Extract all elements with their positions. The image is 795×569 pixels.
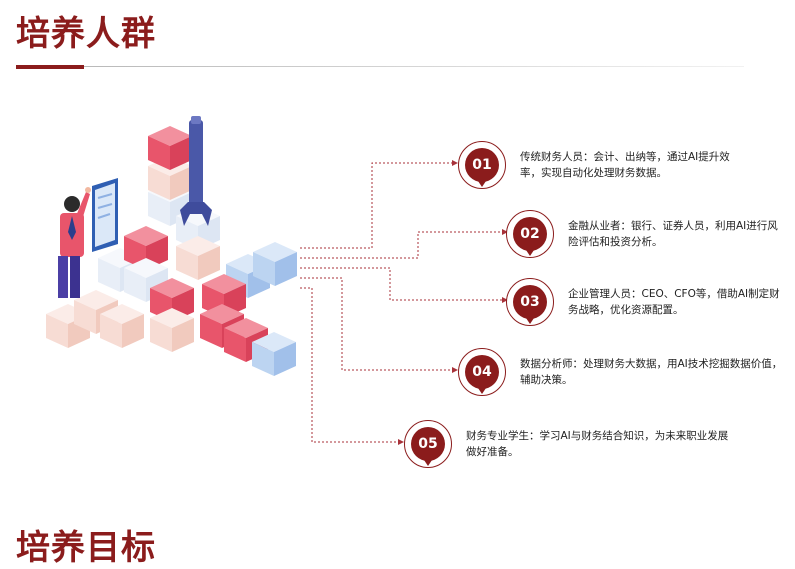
title-underline <box>84 66 744 67</box>
item-text: 数据分析师：处理财务大数据，用AI技术挖掘数据价值，辅助决策。 <box>520 358 783 386</box>
title-underline-accent <box>16 65 84 69</box>
item-text: 传统财务人员：会计、出纳等，通过AI提升效率，实现自动化处理财务数据。 <box>520 151 730 179</box>
item-text: 金融从业者：银行、证券人员，利用AI进行风险评估和投资分析。 <box>568 220 778 248</box>
badge-number: 01 <box>465 148 499 187</box>
list-item: 03 企业管理人员：CEO、CFO等，借助AI制定财务战略，优化资源配置。 <box>506 278 783 326</box>
number-badge: 05 <box>404 420 452 468</box>
badge-number: 04 <box>465 355 499 394</box>
badge-number: 02 <box>513 217 547 256</box>
number-badge: 04 <box>458 348 506 396</box>
list-item: 01 传统财务人员：会计、出纳等，通过AI提升效率，实现自动化处理财务数据。 <box>458 141 730 189</box>
number-badge: 02 <box>506 210 554 258</box>
list-item: 05 财务专业学生：学习AI与财务结合知识，为未来职业发展做好准备。 <box>404 420 731 468</box>
page-title: 培养人群 <box>16 14 156 54</box>
cubes-illustration <box>46 116 508 445</box>
badge-number: 05 <box>411 427 445 466</box>
item-text: 财务专业学生：学习AI与财务结合知识，为未来职业发展做好准备。 <box>466 430 729 458</box>
number-badge: 01 <box>458 141 506 189</box>
number-badge: 03 <box>506 278 554 326</box>
list-item: 04 数据分析师：处理财务大数据，用AI技术挖掘数据价值，辅助决策。 <box>458 348 785 396</box>
badge-number: 03 <box>513 285 547 324</box>
list-item: 02 金融从业者：银行、证券人员，利用AI进行风险评估和投资分析。 <box>506 210 783 258</box>
next-section-title: 培养目标 <box>16 528 156 568</box>
item-text: 企业管理人员：CEO、CFO等，借助AI制定财务战略，优化资源配置。 <box>568 288 780 316</box>
